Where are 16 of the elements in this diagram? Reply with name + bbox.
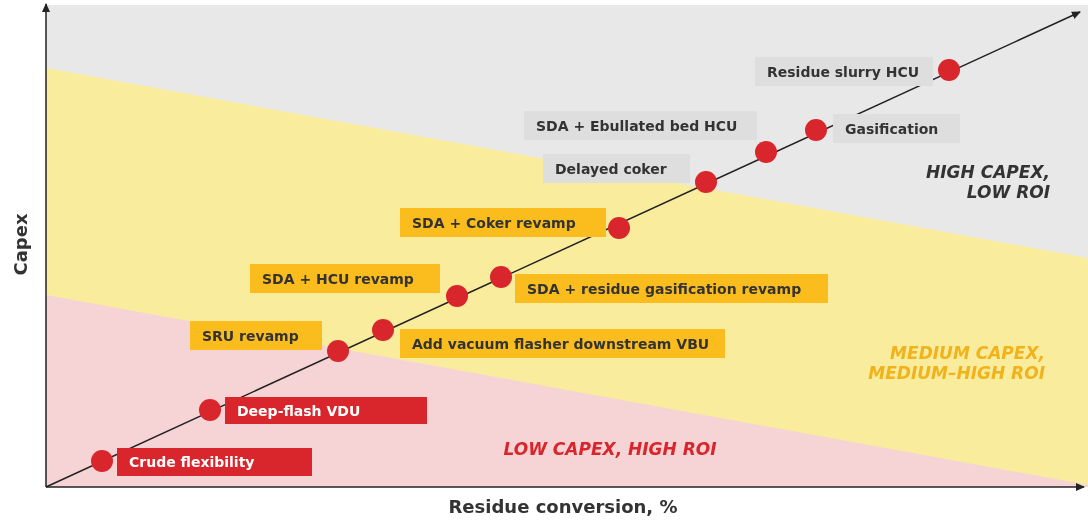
label-box: Add vacuum flasher downstream VBU [400,329,725,358]
label-box: SDA + HCU revamp [250,264,440,293]
zone-label: MEDIUM CAPEX, MEDIUM–HIGH ROI [867,343,1045,383]
label-box: SDA + Coker revamp [400,208,606,237]
axis-title: Capex [9,212,31,278]
label-box: SRU revamp [190,321,322,350]
label-box: SDA + residue gasification revamp [515,274,828,303]
label-box: Crude flexibility [117,448,312,476]
label-box: SDA + Ebullated bed HCU [524,111,757,140]
zone-label: HIGH CAPEX, LOW ROI [925,162,1050,202]
axis-title: Residue conversion, % [447,496,679,517]
zone-label: LOW CAPEX, HIGH ROI [502,439,718,459]
label-box: Residue slurry HCU [755,57,933,86]
label-box: Deep-flash VDU [225,397,427,424]
label-box: Gasification [833,114,960,143]
label-box: Delayed coker [543,154,690,183]
